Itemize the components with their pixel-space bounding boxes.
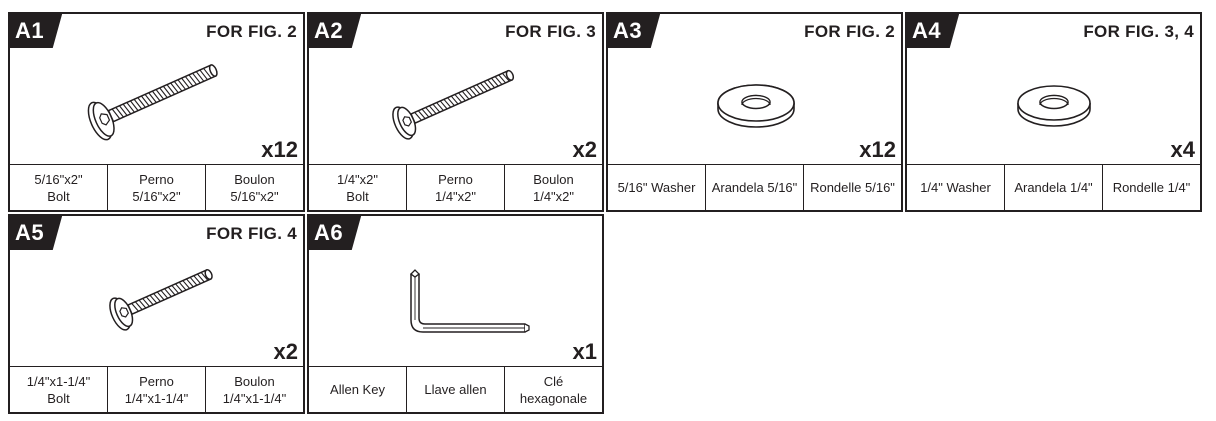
part-image-area: A2 FOR FIG. 3 x2 bbox=[309, 14, 602, 165]
part-image-area: A3 FOR FIG. 2 x12 bbox=[608, 14, 901, 165]
part-card-a3: A3 FOR FIG. 2 x12 5/16" Washer Arandela … bbox=[606, 12, 903, 212]
bolt-icon bbox=[87, 64, 218, 141]
label-spanish: Arandela 5/16" bbox=[706, 165, 804, 210]
part-label-row: 1/4"x2" Bolt Perno 1/4"x2" Boulon 1/4"x2… bbox=[309, 165, 602, 210]
part-image-area: A6 x1 bbox=[309, 216, 602, 367]
quantity-label: x1 bbox=[572, 339, 597, 364]
label-french: Clé hexagonale bbox=[519, 373, 588, 406]
figure-reference: FOR FIG. 4 bbox=[206, 224, 297, 243]
part-id-tag: A5 bbox=[10, 216, 63, 250]
label-english: 5/16" Washer bbox=[608, 165, 706, 210]
allen-key-icon bbox=[410, 269, 530, 333]
washer-icon bbox=[1017, 85, 1091, 127]
part-card-a1: A1 FOR FIG. 2 x12 5/16"x2" Bolt Perno 5/… bbox=[8, 12, 305, 212]
label-french: Rondelle 1/4" bbox=[1112, 180, 1191, 195]
part-card-a2: A2 FOR FIG. 3 x2 1/4"x2" Bolt Perno 1/4"… bbox=[307, 12, 604, 212]
label-spanish: Perno 1/4"x1-1/4" bbox=[108, 367, 206, 412]
part-card-a6: A6 x1 Allen Key Llave allen Clé hexagona… bbox=[307, 214, 604, 414]
label-french: Boulon 1/4"x1-1/4" bbox=[222, 373, 287, 406]
bolt-icon bbox=[109, 268, 213, 331]
label-french: Boulon 5/16"x2" bbox=[230, 171, 279, 204]
part-label-row: Allen Key Llave allen Clé hexagonale bbox=[309, 367, 602, 412]
quantity-label: x12 bbox=[261, 137, 298, 162]
part-id-tag: A4 bbox=[907, 14, 960, 48]
part-label-row: 1/4"x1-1/4" Bolt Perno 1/4"x1-1/4" Boulo… bbox=[10, 367, 303, 412]
label-spanish: Arandela 1/4" bbox=[1005, 165, 1103, 210]
label-spanish: Perno 5/16"x2" bbox=[108, 165, 206, 210]
figure-reference: FOR FIG. 3, 4 bbox=[1083, 22, 1194, 41]
label-french: Rondelle 5/16" bbox=[810, 180, 895, 195]
quantity-label: x2 bbox=[572, 137, 597, 162]
label-english: 1/4"x1-1/4" Bolt bbox=[10, 367, 108, 412]
part-image-area: A5 FOR FIG. 4 x2 bbox=[10, 216, 303, 367]
part-label-row: 5/16"x2" Bolt Perno 5/16"x2" Boulon 5/16… bbox=[10, 165, 303, 210]
part-id-tag: A6 bbox=[309, 216, 362, 250]
quantity-label: x4 bbox=[1170, 137, 1195, 162]
part-card-a4: A4 FOR FIG. 3, 4 x4 1/4" Washer Arandela… bbox=[905, 12, 1202, 212]
figure-reference: FOR FIG. 2 bbox=[206, 22, 297, 41]
label-spanish: Perno 1/4"x2" bbox=[407, 165, 505, 210]
label-french: Boulon 1/4"x2" bbox=[532, 171, 575, 204]
part-label-row: 1/4" Washer Arandela 1/4" Rondelle 1/4" bbox=[907, 165, 1200, 210]
part-id-tag: A3 bbox=[608, 14, 661, 48]
quantity-label: x12 bbox=[859, 137, 896, 162]
label-english: 5/16"x2" Bolt bbox=[10, 165, 108, 210]
part-image-area: A4 FOR FIG. 3, 4 x4 bbox=[907, 14, 1200, 165]
part-id-tag: A1 bbox=[10, 14, 63, 48]
figure-reference: FOR FIG. 2 bbox=[804, 22, 895, 41]
quantity-label: x2 bbox=[273, 339, 298, 364]
label-english: 1/4"x2" Bolt bbox=[309, 165, 407, 210]
part-card-a5: A5 FOR FIG. 4 x2 1/4"x1-1/4" Bolt Perno … bbox=[8, 214, 305, 414]
part-image-area: A1 FOR FIG. 2 x12 bbox=[10, 14, 303, 165]
washer-icon bbox=[717, 84, 795, 128]
part-label-row: 5/16" Washer Arandela 5/16" Rondelle 5/1… bbox=[608, 165, 901, 210]
label-english: 1/4" Washer bbox=[907, 165, 1005, 210]
label-spanish: Llave allen bbox=[407, 367, 505, 412]
part-id-tag: A2 bbox=[309, 14, 362, 48]
figure-reference: FOR FIG. 3 bbox=[505, 22, 596, 41]
label-english: Allen Key bbox=[309, 367, 407, 412]
bolt-icon bbox=[392, 69, 515, 140]
